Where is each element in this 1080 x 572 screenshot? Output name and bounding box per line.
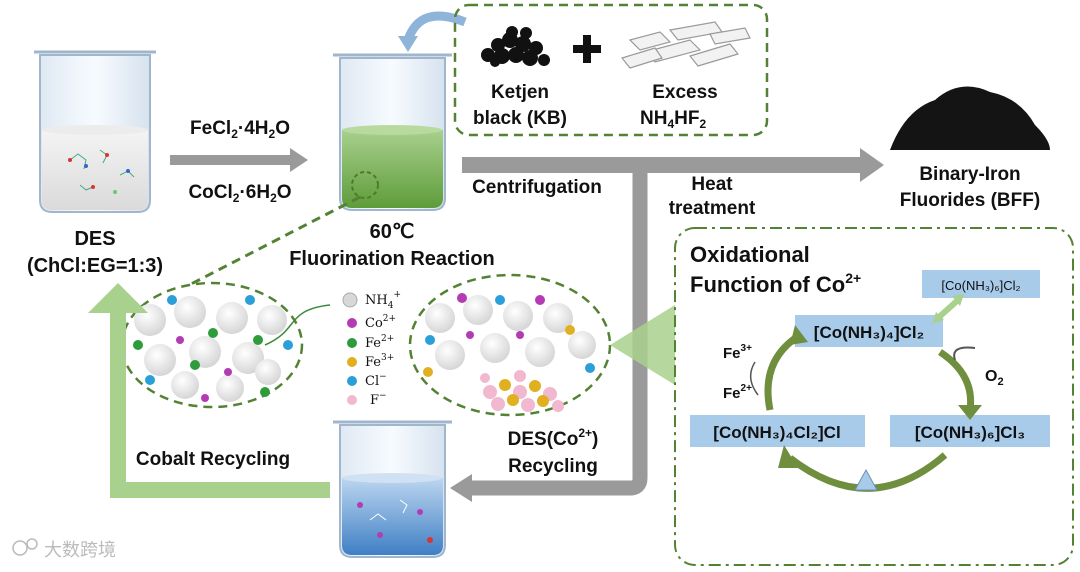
legend-co: Co2+ [365, 314, 396, 331]
zoom-line [159, 195, 361, 302]
legend-f-icon [347, 395, 357, 405]
product-label-1: Binary-Iron [919, 164, 1020, 185]
bff-powder-icon [890, 86, 1050, 150]
o2-label: O2 [985, 368, 1004, 388]
legend-fe3: Fe3+ [365, 353, 394, 370]
nh4hf2-label-1: Excess [652, 82, 718, 103]
co-nh3-6-cl2-box [922, 270, 1040, 298]
watermark-text: 大数跨境 [44, 540, 116, 561]
oxidation-title-2: Function of Co2+ [690, 270, 861, 297]
co-nh3-6-cl3-label: [Co(NH₃)₆]Cl₃ [915, 423, 1025, 442]
reagent-arrow [170, 148, 308, 172]
legend-fe2: Fe2+ [365, 334, 394, 351]
addition-arrow [403, 11, 467, 42]
reaction-beaker [333, 53, 452, 211]
cobalt-recycling-arrow [88, 283, 330, 498]
additives-box [453, 3, 769, 137]
molecules-left [134, 296, 287, 402]
product-label-2: Fluorides (BFF) [900, 190, 1040, 211]
heat-label-2: treatment [669, 198, 756, 219]
ions-right [423, 293, 595, 377]
oxidation-panel [674, 227, 1074, 566]
plus-sign [573, 35, 601, 63]
des-recycling-arrow [470, 173, 648, 496]
legend-fe2-icon [347, 338, 357, 348]
legend-cl-icon [347, 376, 357, 386]
centrifugation-label: Centrifugation [472, 177, 602, 198]
equilibrium-arrow [935, 297, 961, 321]
zoom-wedge [610, 305, 675, 385]
co-nh3-4-cl2-label: [Co(NH₃)₄]Cl₂ [814, 323, 924, 342]
legend-cl: Cl− [365, 372, 387, 389]
co-nh3-4cl2-cl-box [690, 415, 865, 447]
heat-triangle-icon [854, 468, 878, 491]
oxidation-title-1: Oxidational [690, 242, 810, 267]
legend-co-icon [347, 318, 357, 328]
ion-path-left [264, 304, 331, 346]
nh4hf2-label-2: NH4HF2 [640, 108, 706, 131]
centrifugation-arrow [462, 148, 884, 182]
cycle-arrow-right [938, 349, 975, 411]
carbon-black-icon [481, 26, 550, 67]
des-ratio-label: (ChCl:EG=1:3) [27, 255, 163, 277]
temperature-label: 60℃ [370, 221, 415, 243]
zoom-circle [351, 171, 379, 199]
recycled-des-beaker [333, 420, 452, 558]
cobalt-recycling-label: Cobalt Recycling [136, 449, 290, 470]
co-nh3-4-cl2-box [795, 315, 943, 347]
heat-label-1: Heat [691, 174, 733, 195]
fe3-label: Fe3+ [723, 343, 752, 362]
fecl2-label: FeCl2·4H2O [190, 118, 290, 141]
legend-nh4-icon [342, 292, 358, 308]
legend-f: F− [370, 391, 387, 408]
molecule-cluster [68, 149, 135, 194]
kb-label-1: Ketjen [491, 82, 549, 103]
co-nh3-4cl2-cl-label: [Co(NH₃)₄Cl₂]Cl [713, 423, 840, 442]
des-co-recycling-label-2: Recycling [508, 456, 598, 477]
des-label: DES [74, 228, 115, 250]
co-nh3-6-cl3-box [890, 415, 1050, 447]
co-nh3-6-cl2-label: [Co(NH₃)₆]Cl₂ [941, 278, 1020, 293]
legend-fe3-icon [347, 357, 357, 367]
crystal-icon [620, 21, 751, 69]
ions-left [133, 295, 293, 402]
ion-legend: NH4+ Co2+ Fe2+ Fe3+ Cl− F− [342, 290, 401, 408]
molecules-right [425, 295, 596, 370]
kb-label-2: black (KB) [473, 108, 567, 129]
legend-nh4: NH4+ [365, 290, 401, 311]
fef3-cluster [480, 370, 564, 412]
des-beaker [34, 50, 156, 213]
watermark: 大数跨境 [12, 538, 116, 561]
fe2-label: Fe2+ [723, 383, 752, 402]
fluorination-label: Fluorination Reaction [289, 248, 495, 270]
cocl2-label: CoCl2·6H2O [188, 182, 291, 205]
des-co-recycling-label-1: DES(Co2+) [508, 426, 599, 450]
